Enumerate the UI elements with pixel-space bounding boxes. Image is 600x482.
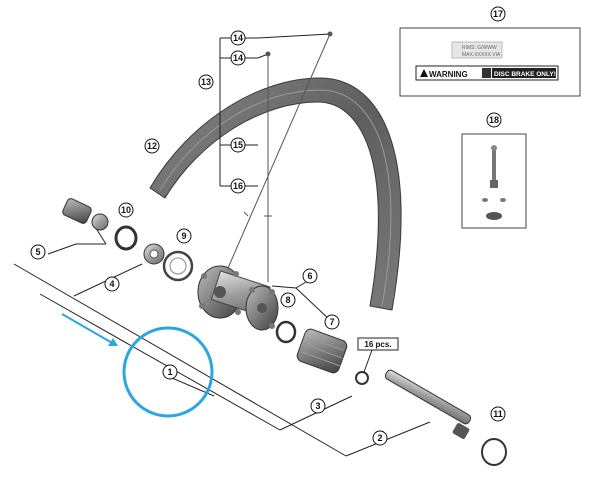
spoke-inset-box: [461, 133, 527, 229]
spoke-bracket: [219, 33, 331, 187]
callout-number: 14: [233, 33, 243, 43]
callout-circle: [30, 244, 46, 260]
callout-circle: [490, 406, 506, 422]
callout-circle: [162, 364, 178, 380]
quantity-label-box: 16 pcs.: [357, 337, 399, 373]
decal-warning-text: WARNING: [429, 70, 468, 79]
callout-2: 2: [372, 430, 388, 446]
decal-small-line-1: RIMS: G/WWW: [462, 45, 497, 51]
callout-circle: [230, 30, 246, 46]
callout-number: 14: [233, 53, 243, 63]
callout-circle: [118, 202, 134, 218]
warning-triangle-icon: [420, 69, 428, 77]
callout-5: 5: [30, 244, 46, 260]
callout-circle: [144, 138, 160, 154]
o-ring-11: [481, 438, 507, 466]
callout-15: 15: [230, 137, 246, 153]
callout-number: 13: [201, 77, 211, 87]
decal-box: RIMS: G/WWW MAX.XXXXX VIA WARNING DISC B…: [399, 27, 581, 97]
callout-10: 10: [118, 202, 134, 218]
washer-10: [114, 225, 138, 251]
axis-lines: [13, 221, 431, 457]
callout-number: 18: [489, 115, 499, 125]
callout-circle: [104, 276, 120, 292]
callout-circle: [230, 178, 246, 194]
callout-circle: [372, 430, 388, 446]
callout-number: 8: [285, 295, 290, 305]
callout-circle: [310, 398, 326, 414]
callout-number: 7: [329, 317, 334, 327]
callout-number: 11: [493, 409, 503, 419]
callout-12: 12: [144, 138, 160, 154]
arrow-icon: [61, 313, 118, 346]
decal-disc-brake-text: DISC BRAKE ONLY!: [494, 71, 556, 78]
callout-1: 1: [162, 364, 178, 380]
callout-18: 18: [486, 112, 502, 128]
rim: [149, 77, 402, 311]
callout-circle: [176, 228, 192, 244]
callout-circle: [486, 112, 502, 128]
callout-17: 17: [490, 6, 506, 22]
callout-number: 6: [307, 271, 312, 281]
callout-number: 3: [315, 401, 320, 411]
spacer-ring: [355, 371, 369, 385]
callout-4: 4: [104, 276, 120, 292]
callout-number: 17: [493, 9, 503, 19]
o-ring-8: [275, 320, 297, 344]
callout-circle: [490, 6, 506, 22]
locknut-4: [143, 243, 165, 265]
lockring-9: [162, 250, 194, 282]
hub-body: [197, 265, 279, 331]
book-info-icon: [482, 68, 491, 78]
end-cap-5: [62, 198, 109, 231]
callout-11: 11: [490, 406, 506, 422]
callout-13: 13: [198, 74, 214, 90]
callout-6: 6: [302, 268, 318, 284]
callout-number: 5: [35, 247, 40, 257]
callout-number: 10: [121, 205, 131, 215]
callout-8: 8: [280, 292, 296, 308]
callout-number: 1: [167, 367, 172, 377]
quantity-label: 16 pcs.: [364, 340, 391, 349]
spokes: [227, 31, 333, 282]
callout-circle: [324, 314, 340, 330]
callout-circle: [302, 268, 318, 284]
callout-number: 15: [233, 140, 243, 150]
callout-circle: [230, 50, 246, 66]
callout-number: 16: [233, 181, 243, 191]
callout-7: 7: [324, 314, 340, 330]
freehub-body-7: [296, 328, 348, 374]
highlight-circle: [122, 326, 214, 418]
callout-circle: [198, 74, 214, 90]
callout-9: 9: [176, 228, 192, 244]
callout-number: 12: [147, 141, 157, 151]
callout-number: 2: [377, 433, 382, 443]
decal-small-line-2: MAX.XXXXX VIA: [462, 52, 501, 58]
callout-14: 14: [230, 30, 246, 46]
callout-14: 14: [230, 50, 246, 66]
callout-3: 3: [310, 398, 326, 414]
callout-number: 4: [109, 279, 114, 289]
callout-16: 16: [230, 178, 246, 194]
axle-2: [384, 369, 472, 439]
callout-circle: [230, 137, 246, 153]
callout-circle: [280, 292, 296, 308]
callout-number: 9: [181, 231, 186, 241]
